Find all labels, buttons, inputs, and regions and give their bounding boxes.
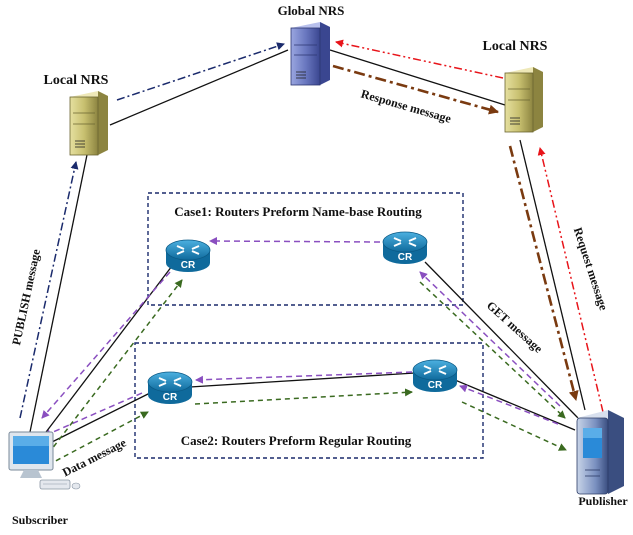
request-message-label: Request message: [571, 226, 611, 313]
router-cr1-icon[interactable]: CR: [165, 239, 211, 272]
request-path: [335, 39, 604, 413]
subscriber-computer-icon[interactable]: [8, 431, 81, 490]
publisher-server-icon[interactable]: [576, 410, 624, 495]
link-cr2-publisher: [424, 261, 579, 419]
router-cr4-icon[interactable]: CR: [412, 359, 458, 392]
response-message-label: Response message: [359, 87, 453, 126]
link-localnrs-globalnrs: [109, 49, 289, 126]
router-cr1-label: CR: [181, 260, 196, 271]
router-cr3-icon[interactable]: CR: [147, 371, 193, 404]
case1-title: Case1: Routers Preform Name-base Routing: [174, 204, 422, 219]
local-nrs-left-label: Local NRS: [44, 73, 109, 88]
response-path: [332, 64, 579, 401]
link-subscriber-cr1: [39, 261, 176, 441]
router-cr3-label: CR: [163, 392, 178, 403]
local-nrs-left-server-icon[interactable]: [69, 91, 108, 156]
local-nrs-right-server-icon[interactable]: [504, 67, 543, 133]
physical-links: [29, 49, 586, 449]
router-cr2-icon[interactable]: CR: [382, 231, 428, 264]
link-localnrs-publisher: [519, 139, 586, 411]
publisher-label: Publisher: [578, 494, 628, 508]
data-path: [47, 279, 567, 466]
link-cr3-cr4: [189, 372, 416, 388]
router-cr4-label: CR: [428, 380, 443, 391]
global-nrs-server-icon[interactable]: [290, 22, 330, 86]
link-globalnrs-localnrs-right: [329, 49, 506, 106]
case1-box: [147, 192, 464, 306]
global-nrs-label: Global NRS: [278, 3, 345, 18]
link-subscriber-cr3: [39, 391, 153, 449]
get-message-label: GET message: [484, 298, 546, 356]
local-nrs-right-label: Local NRS: [483, 39, 548, 54]
link-localnrs-subscriber: [29, 149, 89, 433]
case2-title: Case2: Routers Preform Regular Routing: [181, 433, 412, 448]
link-cr4-publisher: [454, 379, 576, 431]
publish-path: [19, 42, 285, 419]
get-path: [41, 237, 561, 437]
data-message-label: Data message: [60, 435, 129, 479]
publish-message-label: PUBLISH message: [9, 247, 43, 346]
router-cr2-label: CR: [398, 252, 413, 263]
subscriber-label: Subscriber: [12, 513, 69, 527]
